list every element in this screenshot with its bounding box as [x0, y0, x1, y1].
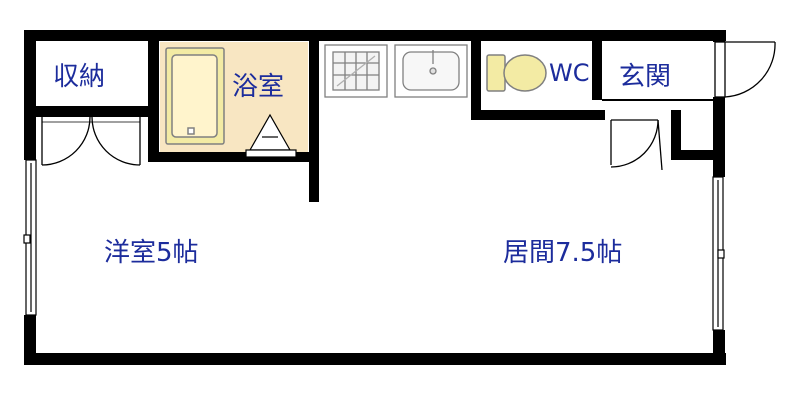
interior-walls	[24, 30, 725, 202]
wall-wc-bottom	[471, 110, 605, 120]
window-handle-right	[717, 249, 725, 259]
wall-right-mid	[713, 97, 725, 177]
wall-right-lower	[713, 330, 725, 365]
window-handle-left	[23, 234, 31, 244]
wall-top	[24, 30, 726, 41]
entry-closet-door	[610, 119, 663, 171]
wc-label: WC	[549, 59, 590, 87]
storage-doors	[41, 116, 141, 166]
western-room-label: 洋室5帖	[104, 238, 199, 268]
wall-kitchen-wc	[471, 30, 481, 120]
bath-label: 浴室	[232, 72, 285, 102]
wall-left-upper	[24, 30, 36, 160]
gas-stove-icon	[324, 44, 388, 98]
entry-door	[714, 41, 776, 98]
wall-storage-bottom	[24, 106, 152, 117]
left-window	[23, 159, 37, 316]
kitchen-sink-icon	[394, 44, 468, 98]
storage-label: 収納	[53, 62, 106, 92]
entrance-label: 玄関	[619, 62, 672, 92]
wall-right-upper	[713, 30, 725, 42]
wall-bath-bottom	[148, 152, 318, 162]
drain-icon	[245, 113, 297, 158]
wall-storage-bath	[148, 30, 159, 160]
living-room-label: 居間7.5帖	[503, 238, 623, 268]
toilet-icon	[486, 54, 547, 92]
wall-bath-kitchen	[309, 30, 319, 202]
wall-left-lower	[24, 315, 36, 365]
wall-entry-step-v	[671, 110, 681, 160]
wall-bottom	[24, 353, 726, 365]
right-window	[712, 176, 725, 331]
wall-wc-entry	[592, 30, 602, 100]
bathtub-icon	[165, 47, 225, 145]
wall-entry-step-h	[671, 150, 725, 160]
